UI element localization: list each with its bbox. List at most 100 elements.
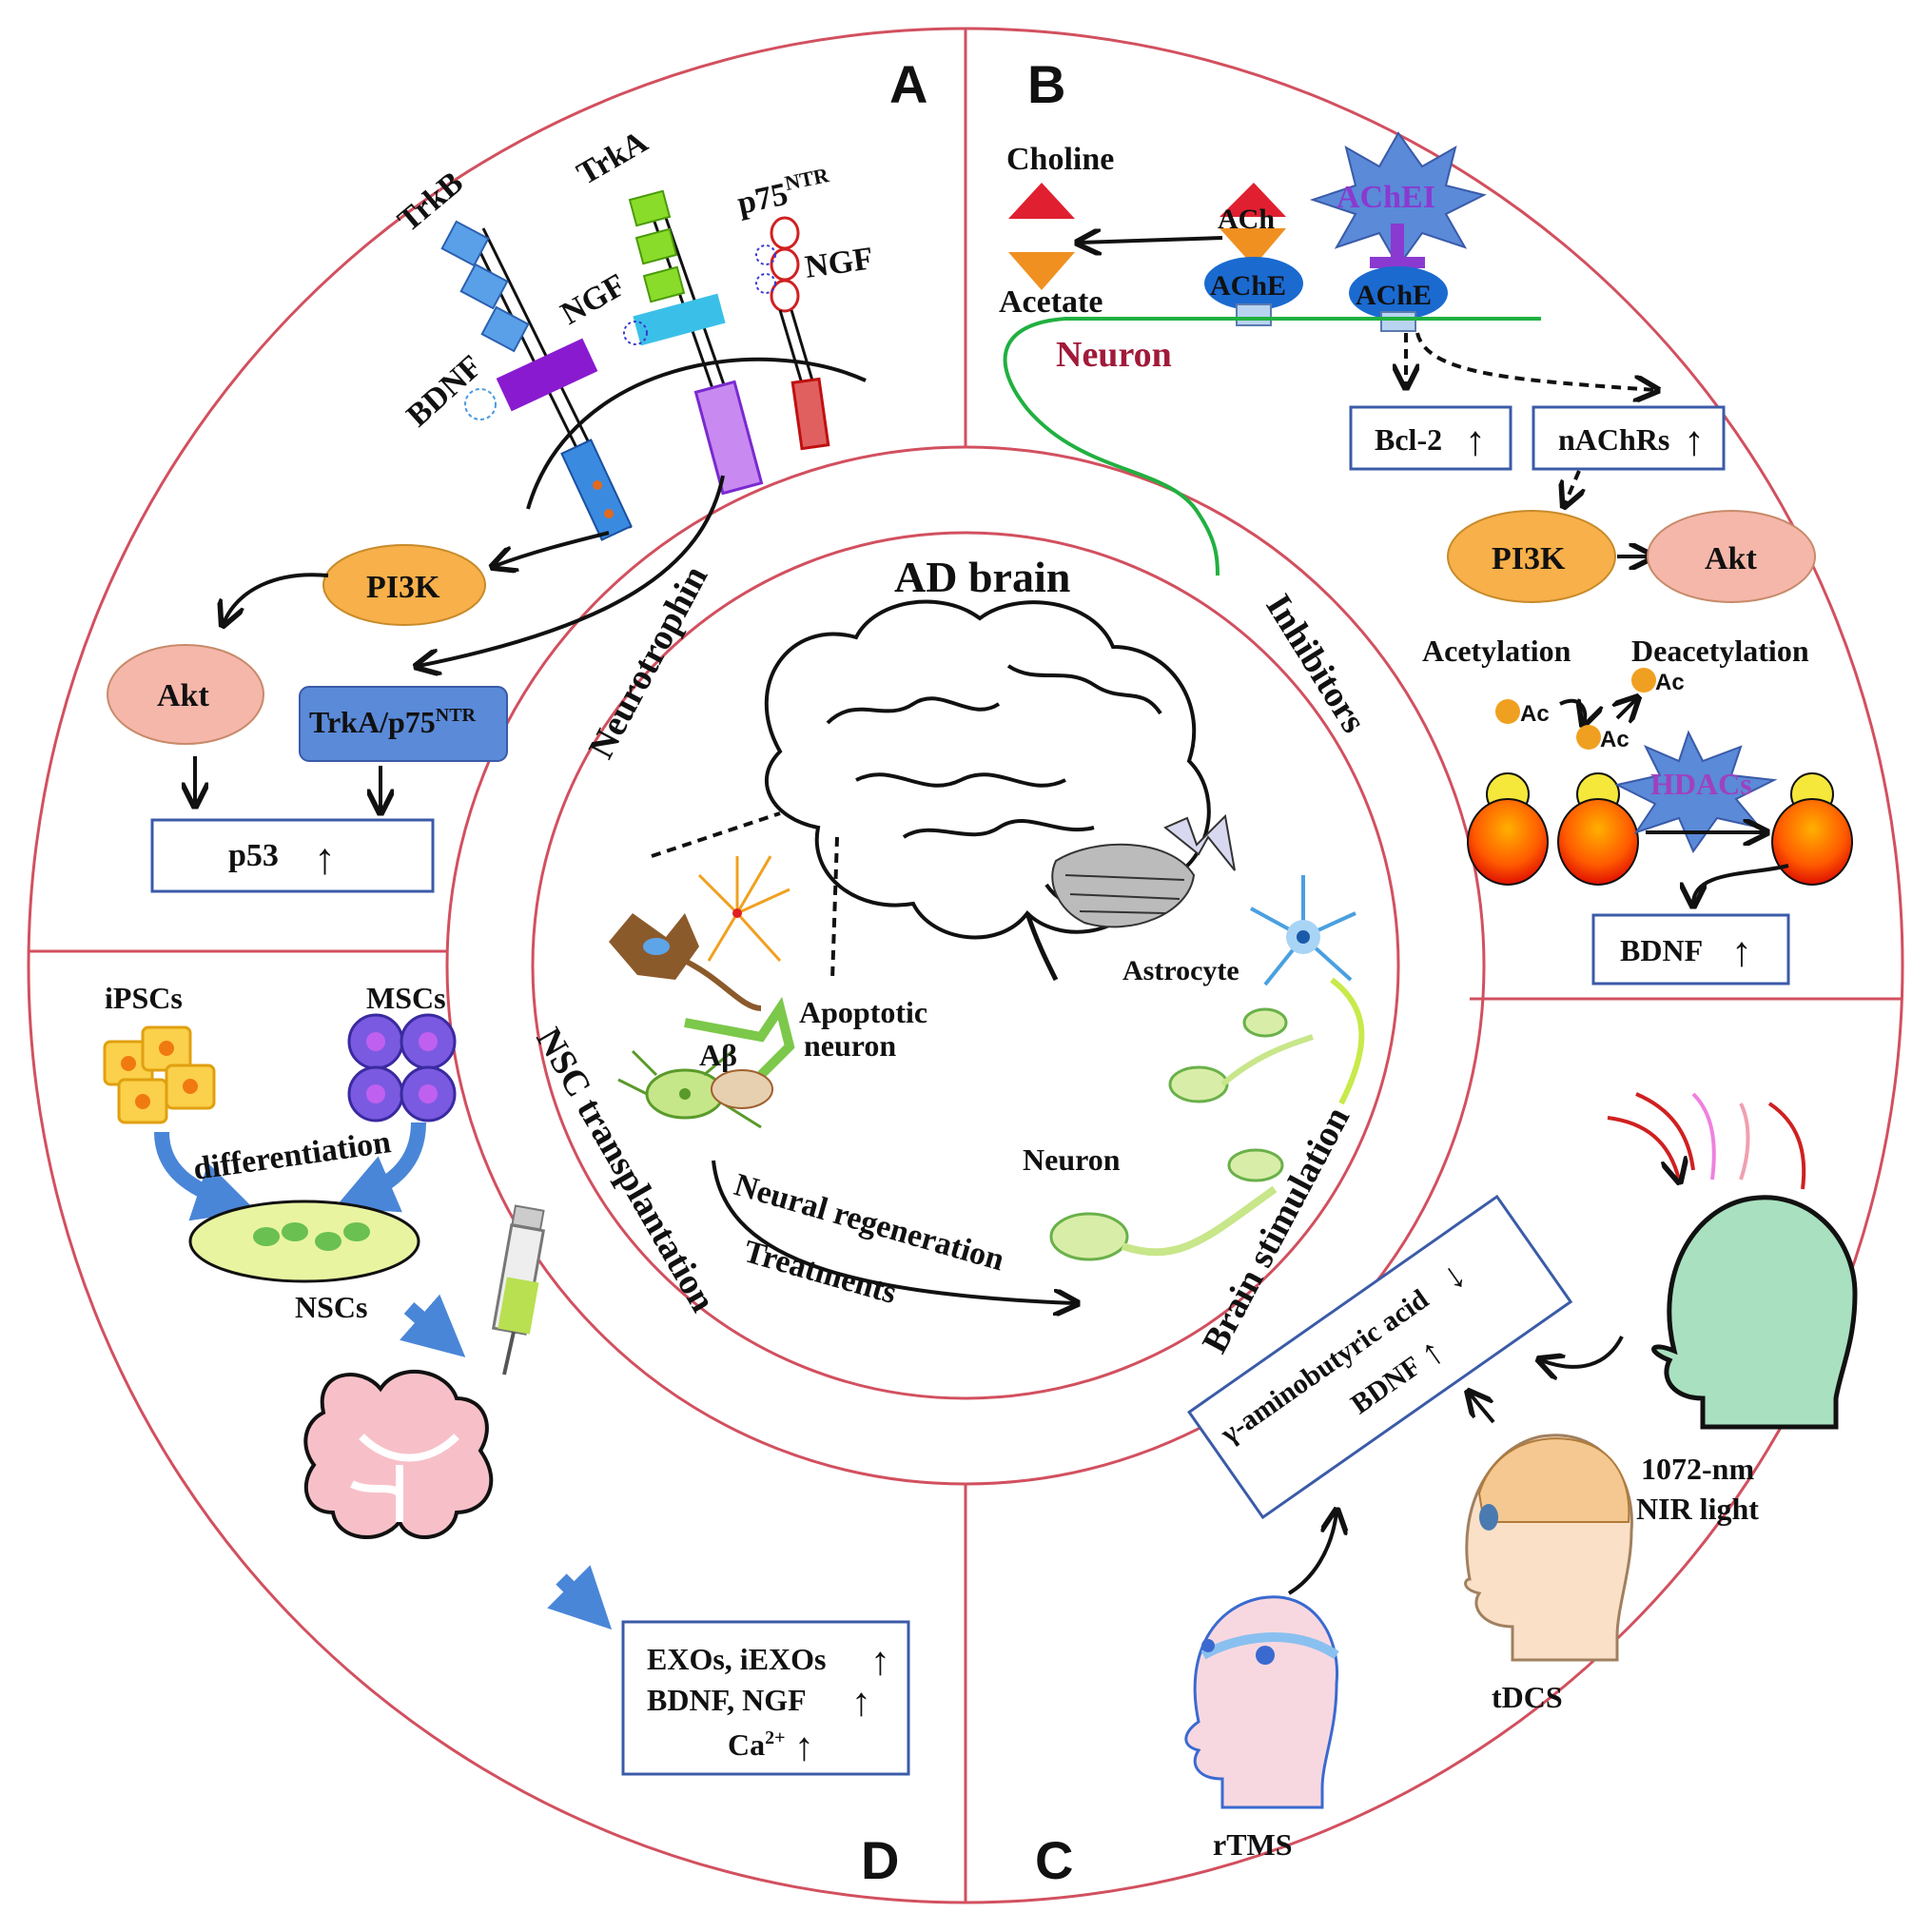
acetyl-group-2 xyxy=(1576,725,1601,750)
ache-enzyme-1 xyxy=(1204,257,1303,310)
ring-structure xyxy=(27,27,1904,1904)
pi3k-label-b: PI3K xyxy=(1492,541,1566,576)
bdnf-label-b: BDNF xyxy=(1620,933,1703,967)
cerebellum-icon xyxy=(1051,843,1196,928)
bcl2-up-arrow: ↑ xyxy=(1465,418,1486,464)
achei-label: AChEI xyxy=(1337,180,1435,215)
deacetylation-label: Deacetylation xyxy=(1631,634,1809,668)
panel-d: iPSCs MSCs differentiation NSCs xyxy=(103,981,910,1776)
panel-label-b: B xyxy=(1027,54,1065,114)
ngf-label-trka: NGF xyxy=(556,267,633,332)
panel-a: TrkB TrkA p75NTR NGF NGF BDNF PI3K Akt T… xyxy=(107,124,875,893)
inhibition-bar-icon xyxy=(1370,257,1425,268)
ngf-label-p75: NGF xyxy=(803,241,875,285)
neuron-label-center: Neuron xyxy=(1023,1142,1121,1177)
akt-node-b xyxy=(1647,510,1816,603)
neuron-yellow-icon xyxy=(1330,977,1365,1105)
choline-triangle-icon xyxy=(1008,183,1075,219)
acetate-label: Acetate xyxy=(999,284,1103,320)
nachrs-label: nAChRs xyxy=(1558,422,1669,457)
nir-label-1: 1072-nm xyxy=(1641,1452,1754,1486)
acetyl-group-3 xyxy=(1631,668,1656,693)
panel-label-c: C xyxy=(1035,1830,1073,1890)
p53-label: p53 xyxy=(228,838,279,873)
gaba-bdnf-box-group: γ-aminobutyric acid ↓ BDNF ↑ xyxy=(1187,1194,1573,1520)
nscs-label: NSCs xyxy=(295,1290,367,1324)
mscs-label: MSCs xyxy=(366,981,446,1015)
treatments-label: Treatments xyxy=(740,1234,901,1311)
neuron-green-left-icon xyxy=(617,1049,762,1129)
apoptotic-neuron-label-2: neuron xyxy=(804,1028,896,1063)
p75-receptor-icon xyxy=(755,216,830,451)
bdnf-ngf-up-arrow: ↑ xyxy=(851,1681,871,1725)
acetate-triangle-icon xyxy=(1008,252,1075,290)
bcl2-box xyxy=(1349,405,1512,471)
trkb-receptor-icon xyxy=(440,220,633,541)
neuron-membrane-b xyxy=(1003,317,1541,576)
ache-label-2: AChE xyxy=(1356,280,1432,311)
tdcs-electrode-icon xyxy=(1479,1504,1498,1531)
ache-enzyme-2 xyxy=(1349,266,1448,320)
trka-receptor-icon xyxy=(623,189,764,496)
acetyl-group-1 xyxy=(1495,699,1520,724)
histone-nucleosomes xyxy=(1467,772,1853,886)
ac-label-2: Ac xyxy=(1600,727,1630,752)
ach-triangle-top xyxy=(1220,183,1286,217)
dashed-pointer-1 xyxy=(651,811,781,858)
bdnf-label-a: BDNF xyxy=(400,349,490,434)
syringe-icon xyxy=(491,1204,546,1376)
akt-node-a xyxy=(107,644,264,745)
center-title: AD brain xyxy=(894,553,1070,601)
ipscs-label: iPSCs xyxy=(105,981,183,1015)
neuron-regenerated-icons xyxy=(1049,1007,1314,1261)
petri-dish-icon xyxy=(188,1200,420,1283)
panel-label-a: A xyxy=(889,54,927,114)
panel-b: Choline Acetate ACh AChE AChEI AChE Neur… xyxy=(999,131,1853,986)
ac-label-3: Ac xyxy=(1655,670,1685,695)
p75-label: p75NTR xyxy=(733,163,835,222)
brain-illustration xyxy=(764,599,1211,982)
up-arrow-icon xyxy=(1163,813,1236,871)
astrocyte-blue-icon xyxy=(1250,875,1356,986)
hdacs-label: HDACs xyxy=(1650,767,1752,801)
astrocyte-label: Astrocyte xyxy=(1122,955,1239,986)
pi3k-node-a xyxy=(322,544,486,626)
nir-light-rays xyxy=(1607,1092,1806,1190)
rtms-label: rTMS xyxy=(1213,1827,1293,1862)
apoptotic-neuron-label-1: Apoptotic xyxy=(799,995,927,1029)
bdnf-up-arrow-b: ↑ xyxy=(1731,928,1752,975)
choline-label: Choline xyxy=(1006,142,1114,177)
bdnf-ngf-label: BDNF, NGF xyxy=(647,1683,807,1717)
differentiation-label: differentiation xyxy=(191,1124,393,1187)
neuron-label-b: Neuron xyxy=(1056,335,1172,375)
ring-label-neurotrophin: Neurotrophin xyxy=(581,559,716,765)
ca-up-arrow: ↑ xyxy=(794,1726,814,1769)
tdcs-mesh-icon xyxy=(1477,1437,1630,1523)
nir-head-icon xyxy=(1651,1195,1858,1430)
ca-label: Ca2+ xyxy=(728,1727,786,1762)
panel-c: γ-aminobutyric acid ↓ BDNF ↑ 1072-nm NIR… xyxy=(1184,1092,1858,1862)
pi3k-label-a: PI3K xyxy=(366,570,440,605)
exos-up-arrow: ↑ xyxy=(870,1640,890,1684)
trka-label: TrkA xyxy=(572,124,654,192)
ach-label: ACh xyxy=(1218,204,1275,235)
center-panel: AD brain xyxy=(609,553,1365,1311)
akt-label-b: Akt xyxy=(1705,541,1757,576)
ac-label-1: Ac xyxy=(1520,701,1550,727)
microglia-icon xyxy=(609,913,762,1011)
p53-up-arrow: ↑ xyxy=(314,834,336,883)
pi3k-node-b xyxy=(1447,510,1616,603)
treatment-arrow xyxy=(712,1160,1075,1303)
abeta-plaque-icon xyxy=(711,1069,773,1109)
tdcs-label: tDCS xyxy=(1492,1680,1563,1714)
mscs-icon xyxy=(347,1013,457,1122)
ipscs-icon xyxy=(103,1025,216,1124)
astrocyte-orange-icon xyxy=(697,855,790,963)
membrane-a xyxy=(526,357,867,510)
hdacs-burst-icon xyxy=(1614,730,1778,854)
acetylation-label: Acetylation xyxy=(1422,634,1571,668)
trka-p75-label: TrkA/p75NTR xyxy=(309,705,477,739)
gaba-bdnf-box xyxy=(1187,1194,1573,1520)
bdnf-box-b xyxy=(1591,913,1790,986)
